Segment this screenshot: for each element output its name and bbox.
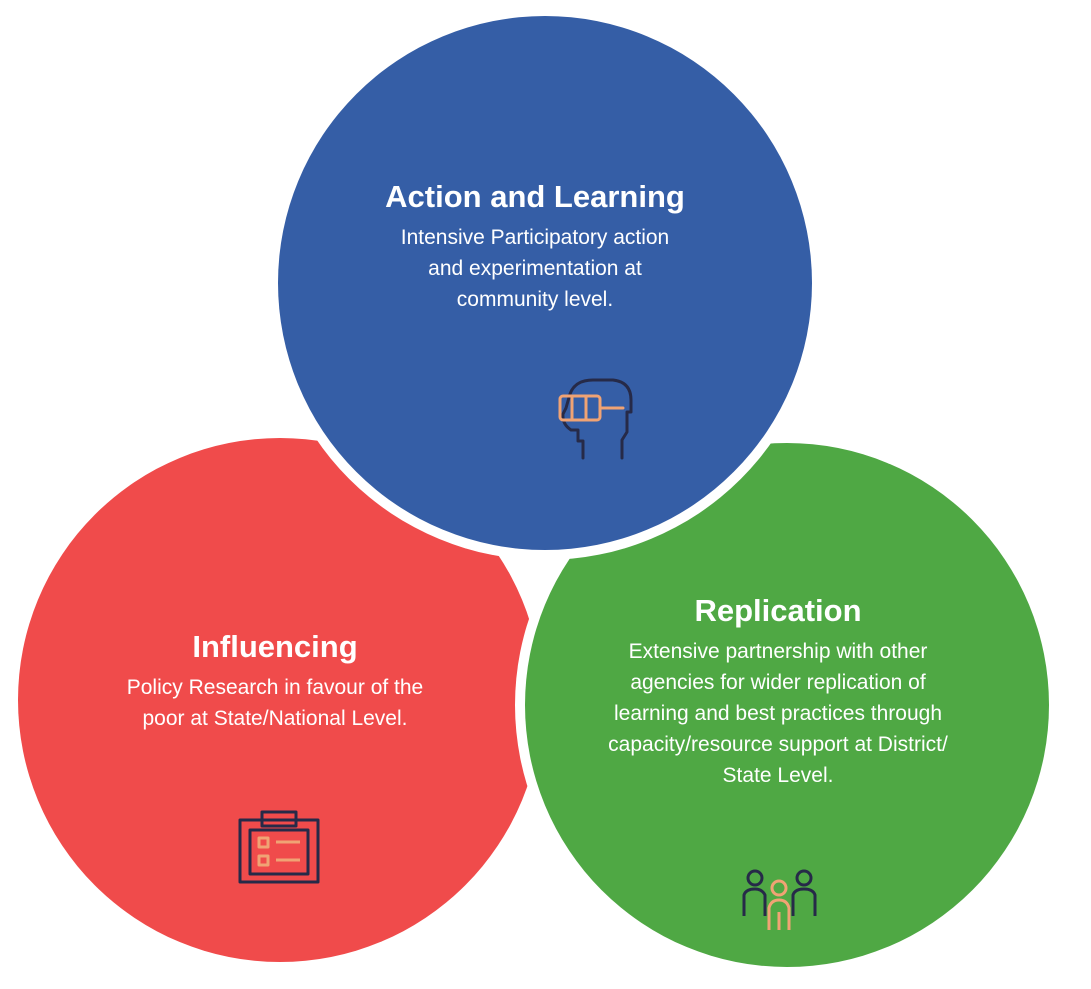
action-title: Action and Learning bbox=[385, 179, 685, 214]
influencing-title: Influencing bbox=[192, 629, 358, 664]
action-line: and experimentation at bbox=[428, 257, 642, 280]
replication-text-block: Replication Extensive partnership with o… bbox=[558, 592, 998, 791]
action-text-block: Action and Learning Intensive Participat… bbox=[330, 178, 740, 315]
influencing-line: poor at State/National Level. bbox=[142, 707, 408, 730]
influencing-description: Policy Research in favour of the poor at… bbox=[55, 672, 495, 734]
replication-description: Extensive partnership with other agencie… bbox=[558, 636, 998, 791]
replication-circle bbox=[525, 443, 1049, 967]
people-group-icon bbox=[742, 869, 817, 930]
vr-headset-head-icon bbox=[558, 378, 633, 460]
action-description: Intensive Participatory action and exper… bbox=[330, 222, 740, 315]
replication-line: State Level. bbox=[722, 764, 834, 787]
replication-line: agencies for wider replication of bbox=[630, 671, 926, 694]
replication-line: Extensive partnership with other bbox=[628, 640, 928, 663]
influencing-text-block: Influencing Policy Research in favour of… bbox=[55, 628, 495, 734]
clipboard-checklist-icon bbox=[238, 810, 320, 884]
influencing-circle bbox=[18, 438, 542, 962]
action-line: community level. bbox=[456, 288, 614, 311]
action-circle bbox=[278, 16, 812, 550]
action-line: Intensive Participatory action bbox=[400, 226, 670, 249]
replication-line: learning and best practices through bbox=[613, 702, 943, 725]
influencing-line: Policy Research in favour of the bbox=[126, 676, 424, 699]
replication-line: capacity/resource support at District/ bbox=[608, 733, 948, 756]
replication-title: Replication bbox=[694, 593, 862, 628]
